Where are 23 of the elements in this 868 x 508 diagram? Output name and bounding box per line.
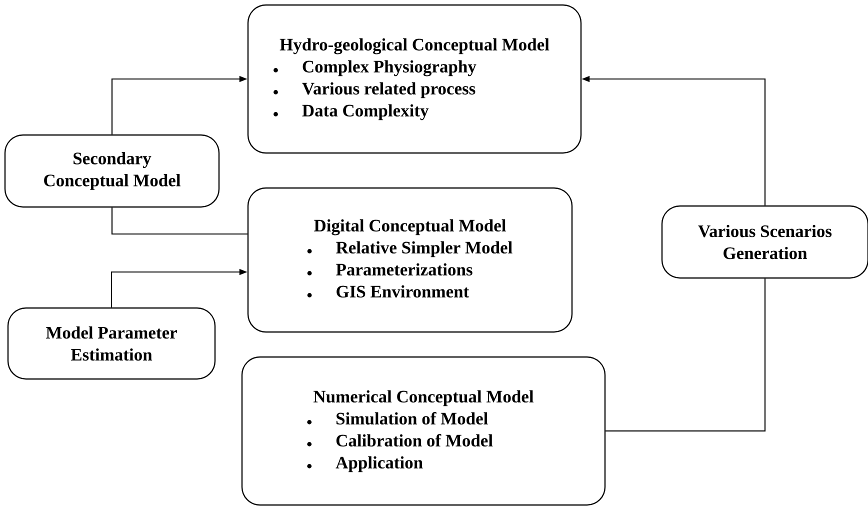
bullet-item: Calibration of Model	[336, 434, 493, 447]
box-label: Various Scenarios Generation	[698, 224, 832, 260]
process-box	[4, 134, 220, 208]
bullet-item: Data Complexity	[302, 104, 429, 120]
bullet-item: GIS Environment	[336, 285, 470, 298]
box-heading: Hydro-geological Conceptual Model	[280, 38, 550, 54]
bullet-item: Relative Simpler Model	[336, 241, 512, 258]
bullet-item: Complex Physiography	[302, 60, 476, 76]
bullet-item: Various related process	[302, 82, 476, 98]
box-heading: Digital Conceptual Model	[314, 219, 506, 236]
box-label: Model Parameter Estimation	[46, 326, 177, 361]
box-heading: Numerical Conceptual Model	[314, 390, 534, 406]
model-box	[241, 356, 606, 506]
process-box	[661, 205, 868, 279]
connector	[111, 208, 248, 235]
connector	[606, 278, 766, 432]
box-label: Secondary Conceptual Model	[44, 152, 180, 190]
bullet-item: Simulation of Model	[336, 412, 488, 425]
model-box	[247, 4, 582, 154]
model-box	[247, 187, 573, 333]
bullet-item: Application	[336, 456, 423, 472]
process-box	[7, 307, 216, 380]
bullet-item: Parameterizations	[336, 263, 472, 276]
